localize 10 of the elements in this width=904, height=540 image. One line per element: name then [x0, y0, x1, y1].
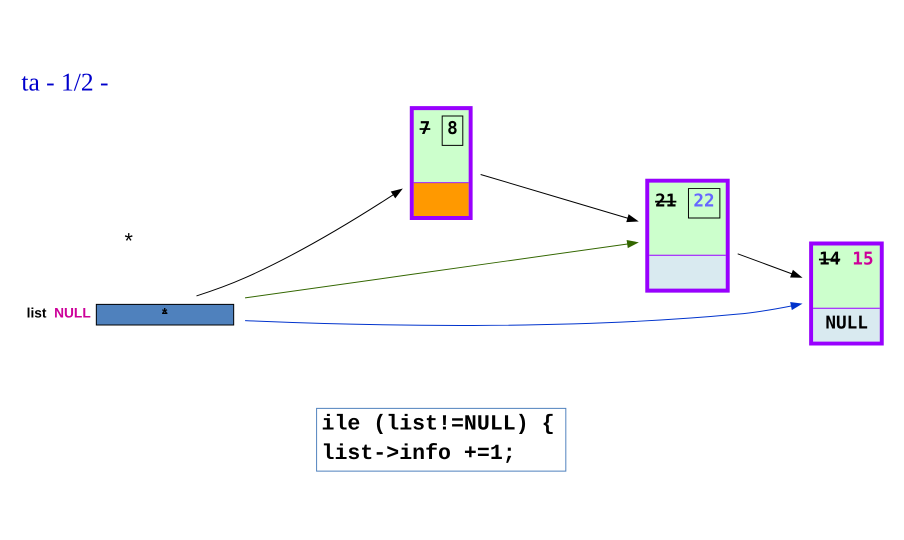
node-box: ile (list!=NULL) { list->info +=1;	[316, 407, 566, 472]
arrow	[196, 188, 403, 296]
arrow	[480, 173, 639, 222]
arrow	[244, 301, 803, 326]
node-label: NULL	[54, 304, 91, 320]
label: *	[124, 228, 133, 253]
node-label: list	[26, 304, 46, 320]
diagram-title: ta - 1/2 -	[21, 66, 108, 96]
arrow	[737, 252, 803, 278]
arrow	[244, 239, 639, 298]
